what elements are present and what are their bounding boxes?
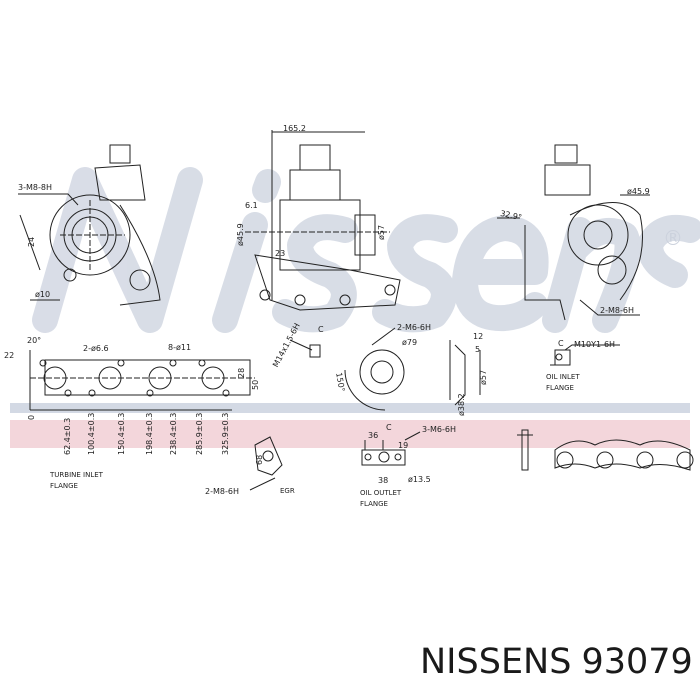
oil-outlet-drawing bbox=[361, 431, 421, 466]
thread-label: M10Y1-6H bbox=[574, 340, 616, 349]
angle-label: 24 bbox=[27, 236, 36, 247]
watermark-letter-e bbox=[452, 215, 549, 332]
watermark-letter-n bbox=[32, 167, 203, 333]
position-label: 62.4±0.3 bbox=[63, 417, 72, 455]
watermark-band-pink bbox=[10, 420, 690, 448]
diameter-label: ø79 bbox=[402, 338, 418, 347]
diameter-label: ø45.9 bbox=[627, 187, 650, 196]
mark-label: C bbox=[558, 339, 564, 348]
holes-label: 2-ø6.6 bbox=[83, 344, 109, 353]
flange-title: OIL OUTLET bbox=[360, 489, 402, 497]
flange-title: TURBINE INLET bbox=[50, 471, 103, 479]
dim-label: 38 bbox=[378, 476, 389, 485]
dim-label: 50 bbox=[251, 379, 260, 390]
offset-label: 6.1 bbox=[245, 201, 258, 210]
position-label: 285.9±0.3 bbox=[195, 412, 204, 455]
brand-name: NISSENS bbox=[420, 642, 572, 682]
position-label: 325.9±0.3 bbox=[221, 412, 230, 455]
egr-flange-drawing bbox=[249, 436, 283, 491]
watermark-letter-i bbox=[212, 169, 281, 333]
dim-label: 19 bbox=[398, 441, 409, 450]
position-label: 238.4±0.3 bbox=[169, 412, 178, 455]
position-label: 100.4±0.3 bbox=[87, 412, 96, 455]
egr-label: EGR bbox=[280, 487, 295, 495]
holes-label: 8-ø11 bbox=[168, 343, 192, 352]
watermark-band-blue bbox=[10, 403, 690, 413]
part-number: 93079 bbox=[581, 642, 693, 682]
watermark-letter-s bbox=[272, 214, 358, 333]
thread-label: 2-M6-6H bbox=[397, 323, 431, 332]
hole-label: ø13.5 bbox=[408, 475, 431, 484]
flange-title: FLANGE bbox=[546, 384, 574, 392]
thread-label: 3-M8-8H bbox=[18, 183, 52, 192]
mark-label: C bbox=[386, 423, 392, 432]
watermark-letter-n bbox=[542, 217, 641, 333]
gasket-drawing bbox=[554, 439, 694, 471]
thread-label: 3-M6-6H bbox=[422, 425, 456, 434]
dim-width: 165.2 bbox=[283, 124, 306, 133]
dim-label: 36 bbox=[368, 431, 379, 440]
dim-label: 5 bbox=[475, 345, 481, 354]
flange-title: FLANGE bbox=[50, 482, 78, 490]
offset-label: 22 bbox=[4, 351, 15, 360]
flange-title: OIL INLET bbox=[546, 373, 580, 381]
sensor-drawing bbox=[289, 339, 321, 358]
mark-label: C bbox=[318, 325, 324, 334]
dim-label: 12 bbox=[473, 332, 484, 341]
flange-title: FLANGE bbox=[360, 500, 388, 508]
thread-label: 2-M8-6H bbox=[205, 487, 239, 496]
diameter-label: ø57 bbox=[377, 224, 386, 240]
diameter-label: ø57 bbox=[479, 369, 488, 385]
registered-mark: ® bbox=[663, 226, 683, 250]
oil-inlet-drawing bbox=[550, 344, 620, 366]
thread-label: 2-M8-6H bbox=[600, 306, 634, 315]
position-label: 150.4±0.3 bbox=[117, 412, 126, 455]
turbine-inlet-flange-drawing bbox=[29, 350, 255, 411]
dim-label: 28 bbox=[237, 367, 246, 378]
compressor-outlet-drawing bbox=[344, 327, 481, 411]
angle-label: 20° bbox=[27, 336, 42, 345]
stud-bolt-drawing bbox=[517, 429, 533, 471]
turbo-center-view bbox=[245, 130, 401, 311]
watermark-letter-s bbox=[637, 214, 700, 288]
dim-label: 23 bbox=[275, 249, 286, 258]
turbo-left-view bbox=[18, 144, 161, 306]
turbo-right-view bbox=[497, 144, 650, 321]
origin-label: 0 bbox=[27, 414, 36, 420]
diameter-label: ø38.2 bbox=[457, 393, 466, 416]
position-label: 198.4±0.3 bbox=[145, 412, 154, 455]
diameter-label: ø45.9 bbox=[236, 223, 245, 246]
dim-label: 68 bbox=[255, 454, 264, 465]
watermark-letter-s bbox=[372, 214, 458, 333]
hole-label: ø10 bbox=[35, 290, 51, 299]
